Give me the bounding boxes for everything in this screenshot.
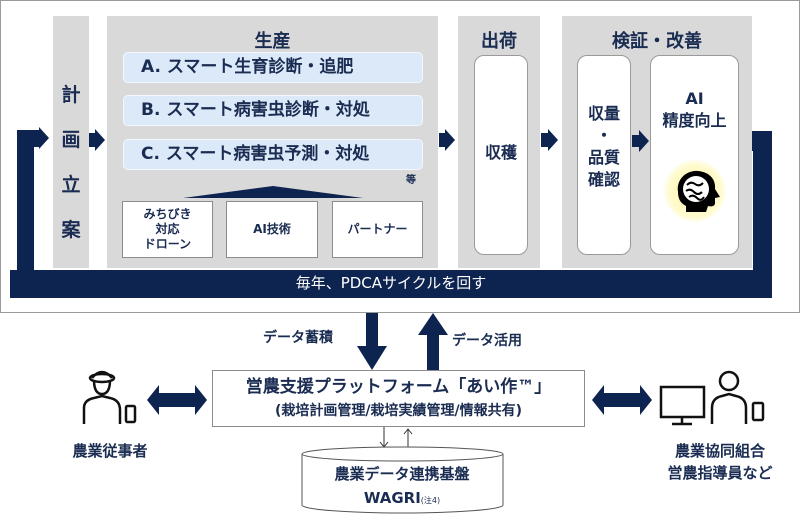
farmer-label: 農業従事者: [72, 442, 148, 460]
foundation-line: パートナー: [347, 222, 408, 236]
production-title: 生産: [254, 31, 291, 52]
foundation-ai-tech: AI技術: [226, 201, 318, 258]
plan-char: 計: [61, 84, 81, 106]
ai-line: AI: [685, 89, 704, 108]
plan-title: 計 画 立 案: [53, 73, 89, 253]
pdca-loop-left-top-segment: [17, 130, 39, 147]
platform-subtitle: (栽培計画管理/栽培実績管理/情報共有): [274, 403, 523, 419]
plan-column: [53, 16, 89, 268]
database-note: (注4): [420, 496, 441, 505]
foundation-line: ドローン: [143, 237, 192, 251]
arrow-right-icon: [548, 129, 558, 151]
production-item-b: B. スマート病害虫診断・対処: [123, 95, 423, 126]
plan-char: 立: [61, 174, 81, 196]
platform-title: 営農支援プラットフォーム「あい作™」: [245, 377, 552, 397]
plan-char: 画: [61, 129, 81, 151]
check-line: 品質: [587, 148, 620, 167]
data-utilize-arrow-shaft: [427, 334, 439, 370]
plan-char: 案: [61, 219, 81, 241]
arrow-shaft: [439, 133, 445, 147]
up-arrow-icon: [418, 313, 448, 335]
farmer-with-phone-icon: [82, 370, 137, 424]
advisor-label-line: 営農指導員など: [667, 464, 773, 482]
pdca-loop-label: 毎年、PDCAサイクルを回す: [295, 274, 487, 292]
ai-line: 精度向上: [662, 111, 727, 130]
foundation-partner: パートナー: [332, 201, 423, 258]
pdca-loop-left-segment: [17, 130, 34, 298]
ai-improvement-box: [650, 55, 739, 255]
advisor-label: 農業協同組合 営農指導員など: [650, 440, 790, 484]
database-label: 農業データ連携基盤 WAGRI(注4): [302, 463, 502, 507]
foundation-line: みちびき: [143, 207, 192, 221]
production-item-a: A. スマート生育診断・追肥: [123, 52, 423, 83]
down-arrow-icon: [357, 346, 387, 370]
check-line: ・: [595, 126, 612, 145]
arrow-shaft: [541, 133, 548, 147]
person-with-monitor-and-phone-icon: [659, 370, 765, 426]
advisor-label-line: 農業協同組合: [674, 442, 765, 460]
support-wedge-icon: [183, 186, 363, 198]
database-name: WAGRI: [363, 489, 421, 507]
foundation-line: AI技術: [253, 222, 291, 236]
check-line: 収量: [587, 104, 620, 123]
database-cylinder-icon: [301, 446, 504, 514]
arrow-right-icon: [445, 129, 455, 151]
data-utilize-label: データ活用: [452, 333, 522, 349]
arrow-right-icon: [639, 130, 649, 152]
shipping-title: 出荷: [481, 31, 517, 52]
verification-title: 検証・改善: [612, 31, 702, 52]
harvest-box: [474, 55, 528, 255]
bidirectional-arrow-icon: [147, 385, 207, 415]
data-accumulate-arrow-shaft: [366, 313, 378, 347]
harvest-label: 収穫: [484, 143, 517, 162]
database-title: 農業データ連携基盤: [334, 465, 470, 483]
foundation-drone: みちびき 対応 ドローン: [122, 201, 213, 258]
data-accumulate-label: データ蓄積: [263, 330, 333, 346]
platform-box: 営農支援プラットフォーム「あい作™」 (栽培計画管理/栽培実績管理/情報共有): [212, 370, 585, 427]
production-item-c: C. スマート病害虫予測・対処: [123, 139, 423, 170]
quality-check-label: 収量 ・ 品質 確認: [577, 103, 631, 191]
ai-improvement-label: AI 精度向上: [650, 88, 739, 132]
loop-arrowhead-icon: [39, 127, 49, 149]
pdca-loop-right-segment: [753, 131, 772, 298]
etc-label: 等: [406, 175, 416, 186]
bidirectional-arrow-icon: [592, 385, 652, 415]
arrow-shaft: [632, 135, 639, 147]
foundation-line: 対応: [155, 222, 180, 236]
brain-head-icon: [677, 170, 720, 212]
check-line: 確認: [587, 170, 620, 189]
arrow-shaft: [89, 133, 95, 147]
quality-check-box: [577, 55, 631, 255]
arrow-right-icon: [95, 129, 105, 151]
pdca-loop-bar: [10, 270, 772, 298]
